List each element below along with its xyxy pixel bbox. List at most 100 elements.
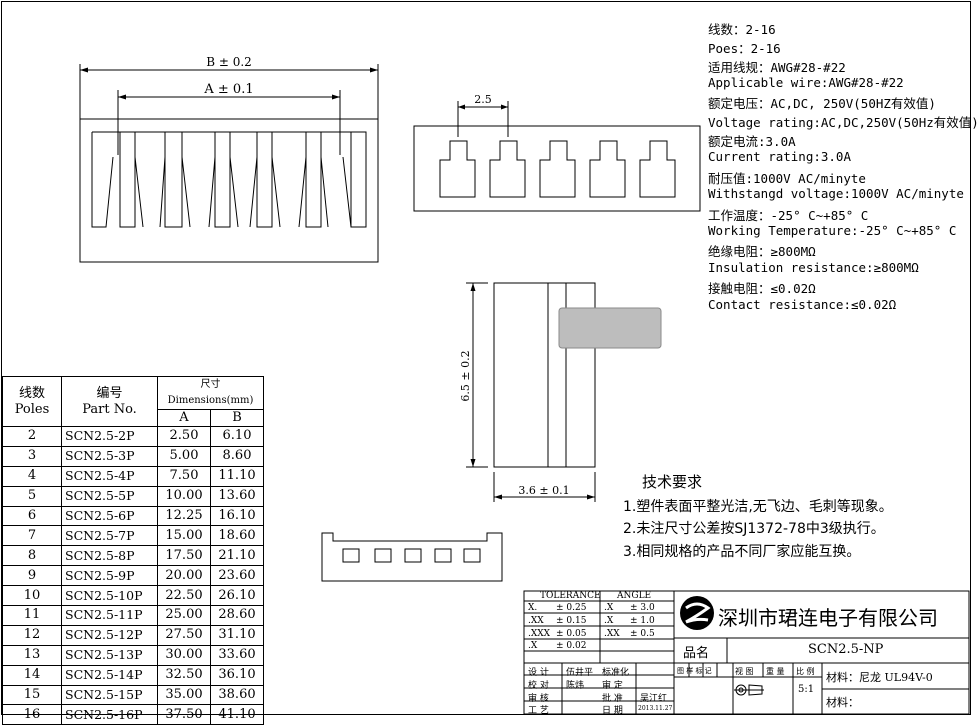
spec-line: 适用线规：AWG#28-#22	[708, 60, 846, 75]
spec-line: Voltage rating:AC,DC,250V(50Hz有效值)	[708, 115, 979, 130]
part-number-cell: SCN2.5-13P	[61, 644, 158, 666]
dim-b-cell: 18.60	[210, 525, 264, 547]
dim-a-cell: 22.50	[157, 585, 211, 607]
projection-symbol-icon	[734, 684, 764, 696]
spec-line: 额定电压：AC,DC, 250V(50HZ有效值)	[708, 96, 936, 111]
poles-cell: 6	[2, 505, 62, 527]
poles-cell: 10	[2, 585, 62, 607]
header-dimensions: 尺寸Dimensions(mm)	[157, 376, 264, 410]
dim-width-label: 3.6 ± 0.1	[518, 484, 569, 497]
requirements-title: 技术要求	[642, 473, 703, 491]
dim-pitch-label: 2.5	[474, 93, 492, 106]
tol-value: ± 0.05	[556, 629, 587, 639]
dim-a-cell: 17.50	[157, 545, 211, 567]
tol-label: .XXX	[528, 629, 551, 639]
spec-line: Applicable wire:AWG#28-#22	[708, 75, 904, 90]
dim-b-cell: 31.10	[210, 624, 264, 646]
dim-b-cell: 36.10	[210, 664, 264, 686]
part-number-cell: SCN2.5-2P	[61, 426, 158, 447]
spec-line: Contact resistance:≤0.02Ω	[708, 297, 897, 312]
header-a: A	[157, 409, 211, 427]
role-person: 陈炜	[566, 681, 585, 691]
bottom-view	[321, 532, 503, 582]
part-number-cell: SCN2.5-12P	[61, 624, 158, 646]
dim-a-cell: 7.50	[157, 465, 211, 487]
poles-cell: 8	[2, 545, 62, 567]
part-number-cell: SCN2.5-10P	[61, 585, 158, 607]
spec-line: 绝缘电阻：≥800MΩ	[708, 244, 816, 259]
header-view: 视 图	[735, 667, 754, 676]
company-logo-icon	[680, 596, 714, 630]
tolerance-header: TOLERANCE	[540, 591, 601, 601]
tol-value: ± 0.02	[556, 641, 587, 651]
requirement-item: 2.未注尺寸公差按SJ1372-78中3级执行。	[623, 521, 885, 537]
poles-cell: 2	[2, 426, 62, 447]
material-secondary: 材料：	[826, 696, 859, 709]
angle-label: .X	[604, 603, 614, 613]
role-label: 标准化	[602, 668, 630, 678]
top-view	[413, 101, 701, 212]
dim-b-label: B ± 0.2	[206, 55, 252, 69]
part-number-cell: SCN2.5-3P	[61, 445, 158, 467]
angle-header: ANGLE	[617, 591, 652, 601]
title-block-grid	[523, 590, 970, 715]
role-label: 审 核	[528, 694, 549, 704]
tol-label: .XX	[528, 616, 544, 626]
front-view	[79, 64, 379, 263]
spec-line: 线数：2-16	[708, 22, 776, 37]
part-number-cell: SCN2.5-4P	[61, 465, 158, 487]
part-number-cell: SCN2.5-5P	[61, 485, 158, 507]
dim-b-cell: 16.10	[210, 505, 264, 527]
header-drawing-mark: 图 样 标 记	[677, 667, 712, 675]
material-primary: 材料：尼龙 UL94V-0	[826, 671, 933, 684]
dim-a-cell: 2.50	[157, 426, 211, 447]
dim-b-cell: 38.60	[210, 684, 264, 706]
poles-cell: 11	[2, 605, 62, 626]
requirement-item: 3.相同规格的产品不同厂家应能互换。	[623, 544, 861, 560]
part-number-cell: SCN2.5-8P	[61, 545, 158, 567]
part-number-cell: SCN2.5-11P	[61, 605, 158, 626]
spec-line: 接触电阻：≤0.02Ω	[708, 281, 816, 296]
product-name: SCN2.5-NP	[808, 642, 884, 657]
role-label: 批 准	[602, 694, 623, 704]
spec-line: Insulation resistance:≥800MΩ	[708, 260, 919, 275]
dim-a-cell: 37.50	[157, 704, 211, 725]
role-label: 日 期	[602, 706, 623, 716]
requirement-item: 1.塑件表面平整光洁,无飞边、毛刺等现象。	[623, 499, 893, 515]
poles-cell: 15	[2, 684, 62, 706]
tol-label: .X	[528, 641, 538, 651]
dim-a-cell: 27.50	[157, 624, 211, 646]
spec-line: 工作温度：-25° C~+85° C	[708, 208, 869, 223]
role-person: 伍井平	[566, 668, 594, 678]
role-label: 审 定	[602, 681, 623, 691]
angle-label: .XX	[604, 629, 620, 639]
part-number-cell: SCN2.5-7P	[61, 525, 158, 547]
header-weight: 重 量	[766, 667, 785, 676]
poles-cell: 7	[2, 525, 62, 547]
dim-b-cell: 41.10	[210, 704, 264, 725]
part-number-cell: SCN2.5-6P	[61, 505, 158, 527]
poles-cell: 12	[2, 624, 62, 646]
dim-b-cell: 33.60	[210, 644, 264, 666]
drawing-date: 2013.11.27	[638, 705, 673, 712]
role-label: 校 对	[528, 681, 549, 691]
poles-cell: 4	[2, 465, 62, 487]
poles-cell: 14	[2, 664, 62, 686]
company-name: 深圳市珺连电子有限公司	[718, 606, 938, 630]
dim-b-cell: 21.10	[210, 545, 264, 567]
dim-height-label: 6.5 ± 0.2	[459, 350, 472, 401]
poles-cell: 9	[2, 565, 62, 587]
angle-value: ± 3.0	[630, 603, 655, 613]
part-number-cell: SCN2.5-14P	[61, 664, 158, 686]
poles-cell: 3	[2, 445, 62, 467]
